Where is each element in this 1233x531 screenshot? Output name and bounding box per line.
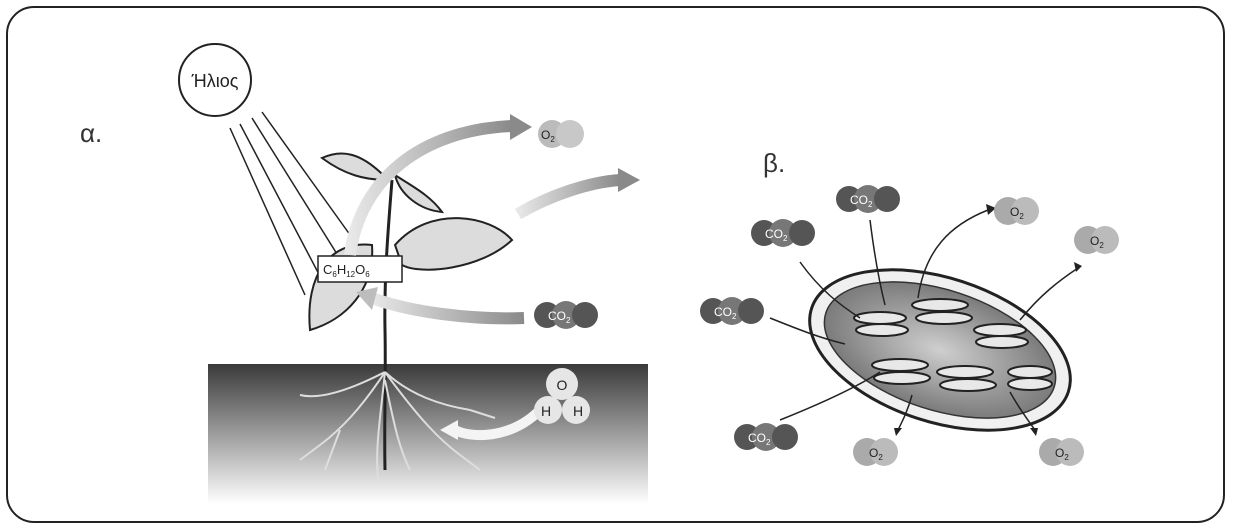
arrow-heat (518, 180, 620, 214)
co2-molecule-b2: CO2 (751, 219, 815, 247)
o2-molecule-b1: O2 (994, 197, 1039, 225)
o2-molecule-b4: O2 (1039, 438, 1084, 466)
arrowhead-o2-release (510, 114, 532, 140)
arrow-co2-intake (372, 298, 524, 318)
chloroplast (789, 240, 1090, 460)
co2-molecule-b3: CO2 (700, 297, 764, 325)
o2-molecule-b2: O2 (1074, 226, 1119, 254)
svg-text:H: H (573, 403, 583, 419)
glucose-label: C6H12O6 (318, 256, 402, 282)
o2-molecule-a: O2 (538, 120, 584, 148)
co2-molecule-b1: CO2 (836, 185, 900, 213)
arrowhead-heat (618, 168, 640, 192)
co2-molecule-a: CO2 (534, 301, 598, 329)
svg-text:O: O (557, 377, 568, 393)
sun: Ήλιος (179, 44, 251, 116)
o2-molecule-b3: O2 (853, 438, 898, 466)
soil (208, 364, 648, 504)
sun-label: Ήλιος (191, 71, 239, 91)
svg-text:H: H (541, 403, 551, 419)
co2-molecule-b4: CO2 (734, 423, 798, 451)
